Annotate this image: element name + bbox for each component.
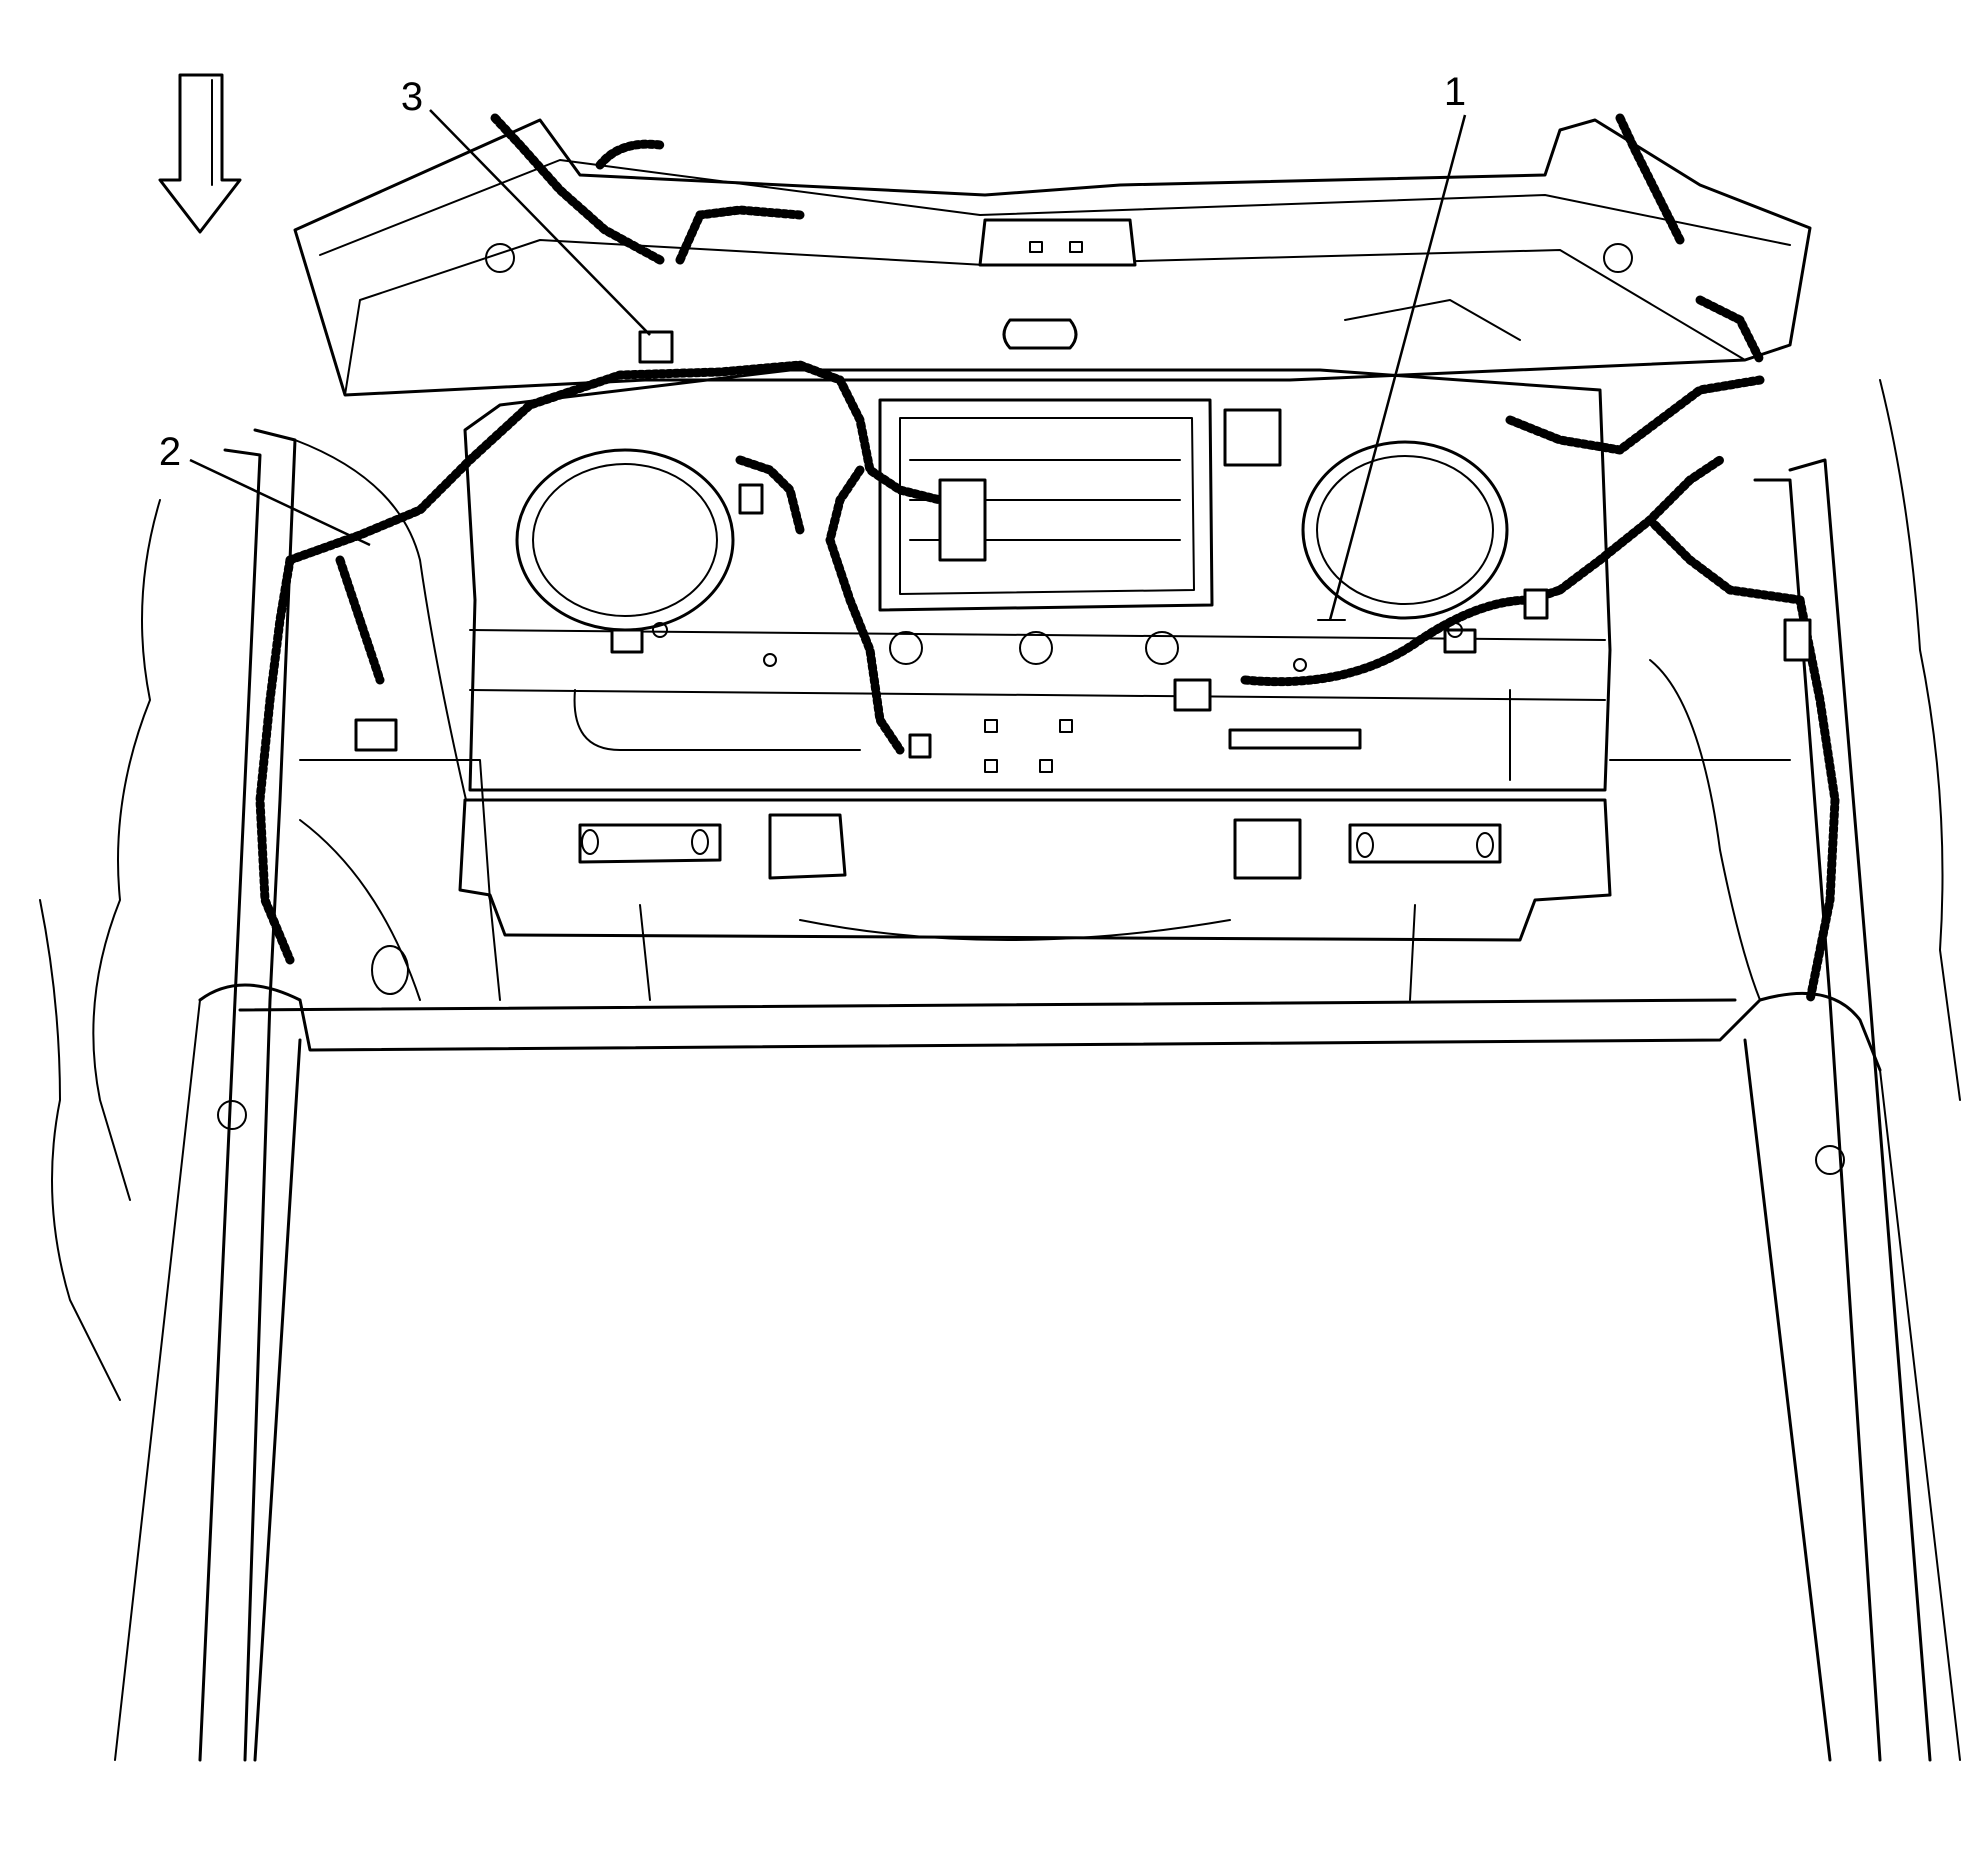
rear-compartment-wiring-harness [255,360,1840,1005]
callout-1: 1 [1444,70,1466,114]
roof-opening [114,983,1961,1762]
callout-2: 2 [159,430,181,474]
callout-3: 3 [401,75,423,119]
deck-lid [293,118,1812,397]
left-quarter-panel [39,428,501,1762]
deck-lid-wiring [490,113,1765,365]
floor-pan [299,759,1791,1001]
rear-cross-member [458,798,1612,942]
callout-leaders [189,109,1467,621]
right-quarter-panel [1649,379,1961,1762]
arrow-down-icon [158,73,242,234]
rear-compartment-panel [463,368,1612,792]
